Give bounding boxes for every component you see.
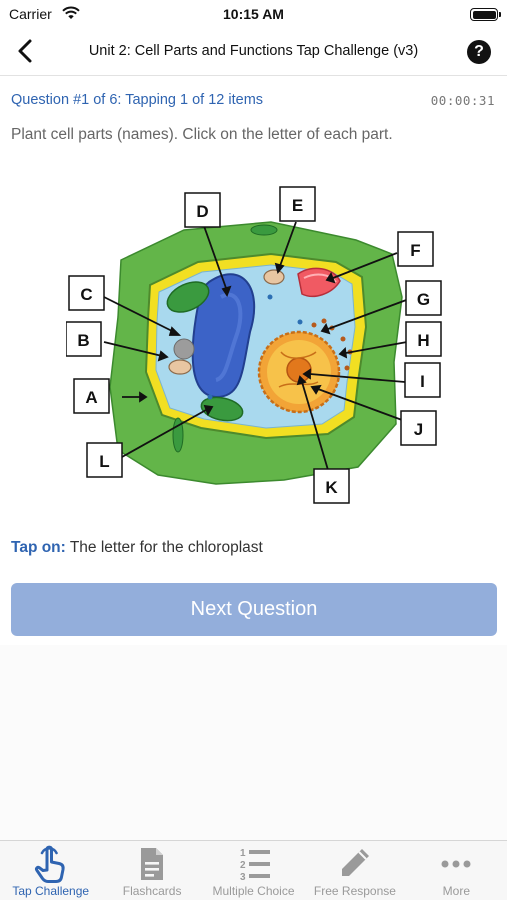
label-a-text: A: [85, 388, 97, 407]
nav-bar: Unit 2: Cell Parts and Functions Tap Cha…: [0, 28, 507, 76]
tap-hand-icon: [34, 845, 65, 883]
label-e[interactable]: E: [279, 186, 316, 222]
label-a[interactable]: A: [73, 378, 110, 414]
tap-on-label: Tap on:: [11, 539, 66, 556]
tab-label: Free Response: [313, 884, 396, 898]
label-f[interactable]: F: [397, 231, 434, 267]
label-h[interactable]: H: [405, 321, 442, 357]
empty-content-area: [0, 645, 507, 840]
label-l-text: L: [99, 452, 109, 471]
next-question-button[interactable]: Next Question: [11, 583, 497, 636]
svg-text:1: 1: [240, 848, 246, 859]
help-icon[interactable]: ?: [467, 40, 491, 64]
chloroplast-lower: [200, 396, 244, 422]
tab-label: Tap Challenge: [12, 884, 90, 898]
tab-tap-challenge[interactable]: Tap Challenge: [0, 841, 101, 900]
flashcard-icon: [141, 848, 164, 880]
label-i-text: I: [420, 372, 425, 391]
label-c-text: C: [80, 285, 92, 304]
label-j-text: J: [414, 420, 423, 439]
label-d-text: D: [196, 202, 208, 221]
tab-flashcards[interactable]: Flashcards: [101, 841, 202, 900]
tap-target-text: The letter for the chloroplast: [69, 539, 263, 556]
label-b[interactable]: B: [66, 321, 102, 357]
tap-prompt: Tap on: The letter for the chloroplast: [11, 539, 263, 557]
question-instructions: Plant cell parts (names). Click on the l…: [11, 126, 393, 143]
mitochondrion-left: [168, 359, 192, 375]
vesicle: [173, 338, 195, 360]
elapsed-timer: 00:00:31: [430, 93, 495, 108]
wifi-icon: [62, 6, 80, 19]
tab-free-response[interactable]: Free Response: [304, 841, 405, 900]
label-h-text: H: [417, 331, 429, 350]
tab-more[interactable]: More: [406, 841, 507, 900]
svg-text:3: 3: [240, 872, 246, 883]
numbered-list-icon: 123: [240, 848, 270, 883]
more-dots-icon: [441, 860, 471, 868]
status-bar: Carrier 10:15 AM: [0, 0, 507, 28]
label-c[interactable]: C: [68, 275, 105, 311]
pencil-icon: [341, 849, 369, 876]
label-g[interactable]: G: [405, 280, 442, 316]
label-j[interactable]: J: [400, 410, 437, 446]
label-e-text: E: [292, 196, 303, 215]
label-l[interactable]: L: [86, 442, 123, 478]
carrier-label: Carrier: [9, 6, 52, 22]
page-title: Unit 2: Cell Parts and Functions Tap Cha…: [88, 43, 419, 59]
label-g-text: G: [417, 290, 430, 309]
label-f-text: F: [410, 241, 420, 260]
label-k[interactable]: K: [313, 468, 350, 504]
back-chevron-icon[interactable]: [14, 38, 38, 64]
battery-icon: [470, 8, 501, 21]
tab-label: Multiple Choice: [212, 884, 295, 898]
svg-text:2: 2: [240, 860, 246, 871]
tab-label: Flashcards: [122, 884, 182, 898]
tab-label: More: [442, 884, 470, 898]
plant-cell-diagram: A B C D E F G H I J K L: [66, 186, 442, 504]
label-b-text: B: [77, 331, 89, 350]
label-k-text: K: [325, 478, 338, 497]
clock: 10:15 AM: [223, 6, 284, 22]
chloroplast-upper: [166, 281, 210, 313]
mitochondrion-top: [263, 269, 285, 285]
label-i[interactable]: I: [404, 362, 441, 398]
question-progress: Question #1 of 6: Tapping 1 of 12 items: [11, 92, 264, 108]
label-d[interactable]: D: [184, 192, 221, 228]
